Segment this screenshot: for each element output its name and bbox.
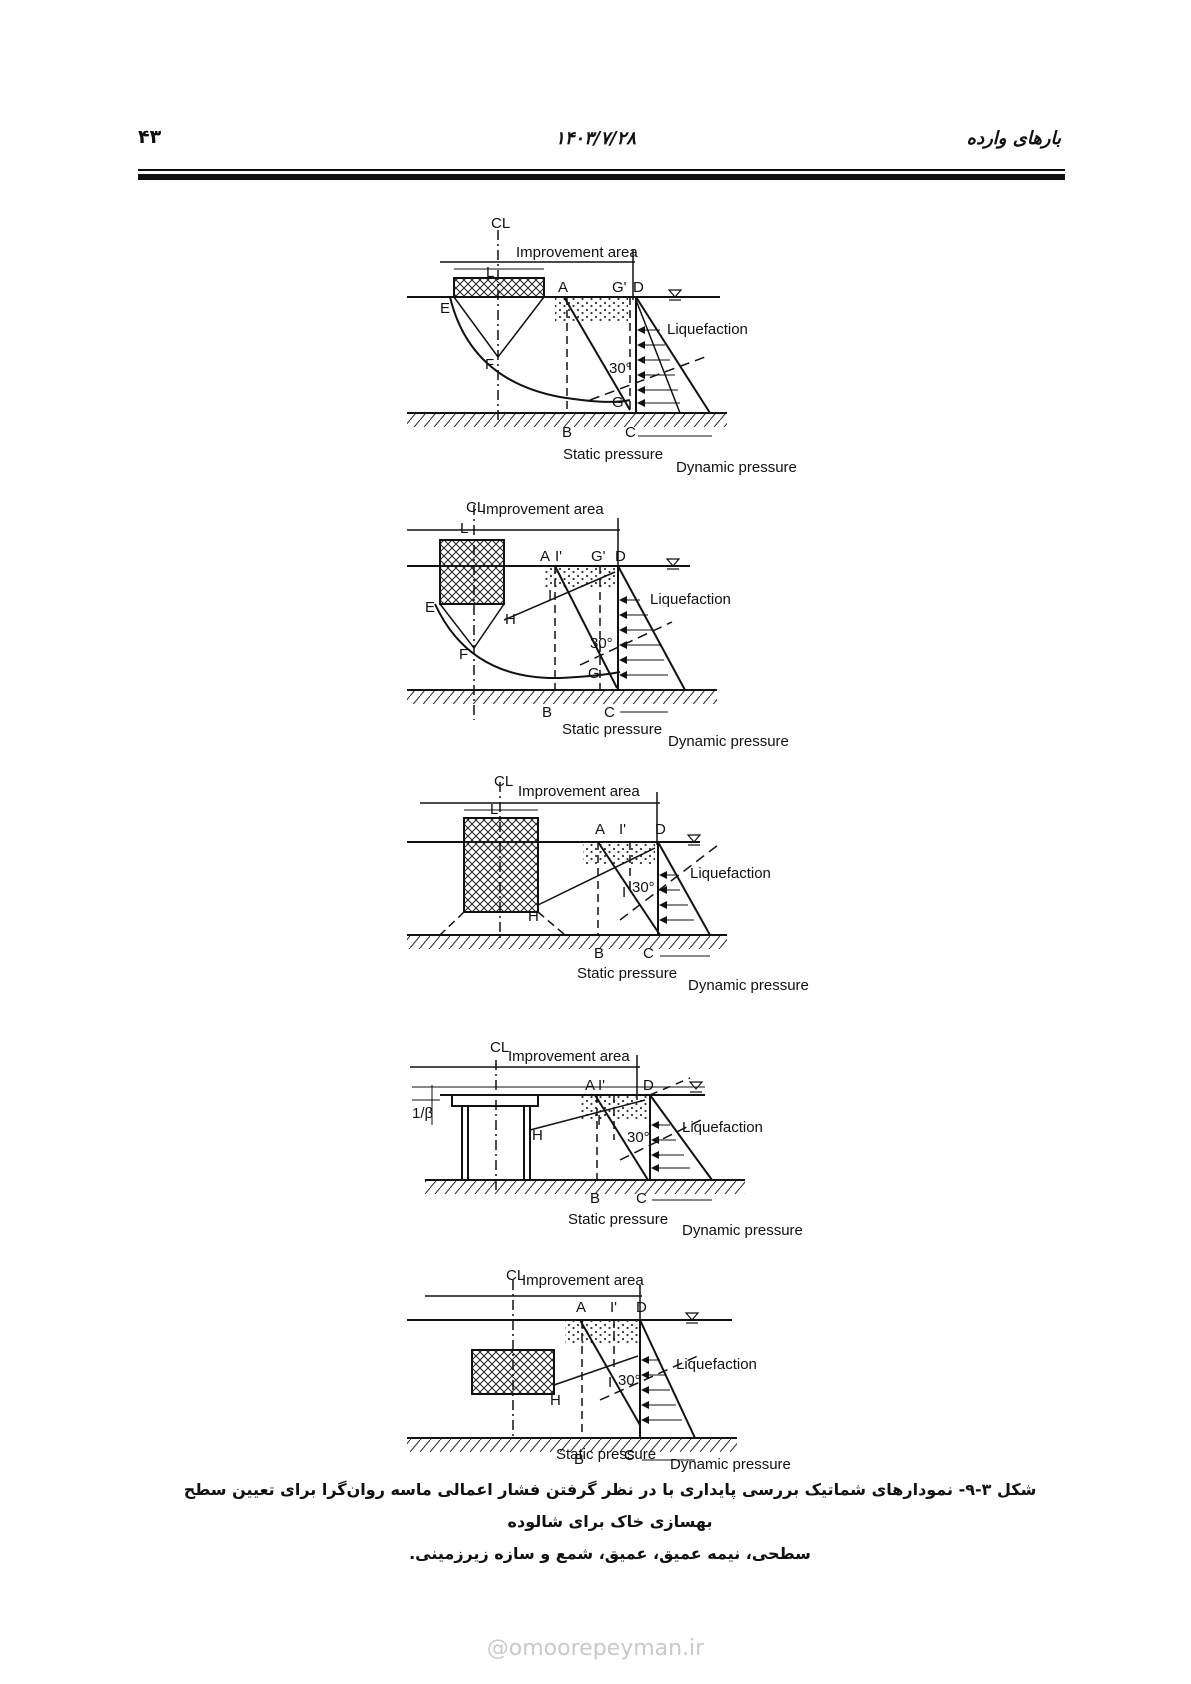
svg-text:A: A bbox=[585, 1077, 595, 1094]
svg-text:D: D bbox=[633, 279, 644, 296]
diagram-3-deep-foundation bbox=[407, 782, 727, 957]
svg-text:L: L bbox=[486, 264, 494, 281]
svg-text:Static pressure: Static pressure bbox=[577, 965, 677, 982]
diagram-1-labels: CL Improvement area L A G' D E F G 30° L… bbox=[440, 215, 797, 476]
svg-text:I: I bbox=[597, 1112, 601, 1129]
svg-text:C: C bbox=[643, 945, 654, 962]
svg-text:C: C bbox=[624, 1447, 635, 1464]
svg-text:B: B bbox=[590, 1190, 600, 1207]
svg-text:Static pressure: Static pressure bbox=[563, 446, 663, 463]
svg-text:A: A bbox=[595, 821, 605, 838]
svg-text:G': G' bbox=[591, 548, 606, 565]
svg-text:D: D bbox=[615, 548, 626, 565]
diagram-5-underground-structure bbox=[407, 1280, 737, 1461]
diagram-4-labels: CL Improvement area 1/β A I' D I H 30° L… bbox=[412, 1039, 803, 1239]
svg-text:Dynamic pressure: Dynamic pressure bbox=[676, 459, 797, 476]
svg-text:I': I' bbox=[598, 1077, 605, 1094]
svg-text:F: F bbox=[459, 646, 468, 663]
svg-text:30°: 30° bbox=[590, 635, 613, 652]
svg-text:C: C bbox=[604, 704, 615, 721]
svg-text:CL: CL bbox=[506, 1267, 525, 1284]
svg-text:30°: 30° bbox=[627, 1129, 650, 1146]
svg-text:D: D bbox=[643, 1077, 654, 1094]
svg-text:D: D bbox=[636, 1299, 647, 1316]
diagram-2-labels: CL Improvement area L A I' G' D I E H F … bbox=[425, 499, 789, 750]
page-date: ۱۴۰۳/۷/۲۸ bbox=[555, 128, 636, 149]
svg-text:CL: CL bbox=[490, 1039, 509, 1056]
svg-text:G: G bbox=[612, 394, 624, 411]
svg-text:I': I' bbox=[610, 1299, 617, 1316]
svg-text:B: B bbox=[542, 704, 552, 721]
figure-caption: شکل ۳-۹- نمودارهای شماتیک بررسی پایداری … bbox=[150, 1474, 1070, 1570]
svg-text:CL: CL bbox=[494, 773, 513, 790]
svg-text:C: C bbox=[625, 424, 636, 441]
svg-text:Liquefaction: Liquefaction bbox=[676, 1356, 757, 1373]
svg-text:I: I bbox=[608, 1374, 612, 1391]
svg-text:Liquefaction: Liquefaction bbox=[650, 591, 731, 608]
page-number: ۴۳ bbox=[138, 126, 162, 148]
svg-text:30°: 30° bbox=[609, 360, 632, 377]
svg-text:Liquefaction: Liquefaction bbox=[690, 865, 771, 882]
svg-text:H: H bbox=[505, 611, 516, 628]
svg-text:CL: CL bbox=[466, 499, 485, 516]
diagram-4-pile-foundation bbox=[410, 1055, 745, 1201]
svg-text:Improvement area: Improvement area bbox=[482, 501, 604, 518]
svg-text:I: I bbox=[548, 587, 552, 604]
svg-text:Liquefaction: Liquefaction bbox=[682, 1119, 763, 1136]
svg-text:B: B bbox=[574, 1451, 584, 1468]
svg-text:L: L bbox=[460, 520, 468, 537]
svg-text:Improvement area: Improvement area bbox=[508, 1048, 630, 1065]
svg-text:30°: 30° bbox=[618, 1372, 641, 1389]
svg-text:Liquefaction: Liquefaction bbox=[667, 321, 748, 338]
caption-line-2: سطحی، نیمه عمیق، عمیق، شمع و سازه زیرزمی… bbox=[409, 1544, 811, 1563]
svg-text:H: H bbox=[550, 1392, 561, 1409]
svg-text:I': I' bbox=[619, 821, 626, 838]
svg-text:CL: CL bbox=[491, 215, 510, 232]
svg-text:Improvement area: Improvement area bbox=[516, 244, 638, 261]
svg-text:C: C bbox=[636, 1190, 647, 1207]
svg-text:Dynamic pressure: Dynamic pressure bbox=[682, 1222, 803, 1239]
svg-text:L: L bbox=[490, 801, 498, 818]
svg-text:A: A bbox=[558, 279, 568, 296]
svg-text:A: A bbox=[540, 548, 550, 565]
diagram-2-semi-deep-foundation bbox=[407, 505, 717, 720]
diagram-1-shallow-foundation bbox=[407, 230, 727, 437]
diagram-5-static-pressure: Static pressure bbox=[556, 1446, 657, 1463]
svg-text:B: B bbox=[562, 424, 572, 441]
caption-line-1: شکل ۳-۹- نمودارهای شماتیک بررسی پایداری … bbox=[183, 1480, 1037, 1531]
svg-text:E: E bbox=[440, 300, 450, 317]
svg-text:A: A bbox=[576, 1299, 586, 1316]
svg-text:1/β: 1/β bbox=[412, 1105, 434, 1122]
header-rule-thin bbox=[138, 169, 1065, 171]
svg-text:D: D bbox=[655, 821, 666, 838]
svg-text:Improvement area: Improvement area bbox=[522, 1272, 644, 1289]
svg-text:H: H bbox=[528, 908, 539, 925]
svg-text:Static pressure: Static pressure bbox=[562, 721, 662, 738]
svg-text:G: G bbox=[588, 665, 600, 682]
svg-text:30°: 30° bbox=[632, 879, 655, 896]
svg-text:B: B bbox=[594, 945, 604, 962]
svg-text:F: F bbox=[485, 356, 494, 373]
section-title: بارهای وارده bbox=[966, 128, 1061, 149]
svg-text:Improvement area: Improvement area bbox=[518, 783, 640, 800]
stability-diagrams-figure: CL Improvement area L A G' D E F G 30° L… bbox=[407, 215, 809, 1468]
svg-text:Dynamic pressure: Dynamic pressure bbox=[688, 977, 809, 994]
svg-text:H: H bbox=[532, 1127, 543, 1144]
svg-text:G': G' bbox=[612, 279, 627, 296]
header-rule-thick bbox=[138, 174, 1065, 180]
diagram-5-dynamic-pressure: Dynamic pressure bbox=[670, 1456, 791, 1473]
watermark: @omoorepeyman.ir bbox=[486, 1636, 705, 1661]
svg-text:Static pressure: Static pressure bbox=[568, 1211, 668, 1228]
svg-text:E: E bbox=[425, 599, 435, 616]
svg-text:I': I' bbox=[555, 548, 562, 565]
diagram-3-labels: CL Improvement area L A I' D I H 30° Liq… bbox=[490, 773, 809, 994]
diagram-5-labels: CL Improvement area A I' D I H 30° Lique… bbox=[506, 1267, 757, 1468]
svg-text:Dynamic pressure: Dynamic pressure bbox=[668, 733, 789, 750]
svg-text:I: I bbox=[622, 884, 626, 901]
water-level-symbols bbox=[665, 289, 704, 1324]
